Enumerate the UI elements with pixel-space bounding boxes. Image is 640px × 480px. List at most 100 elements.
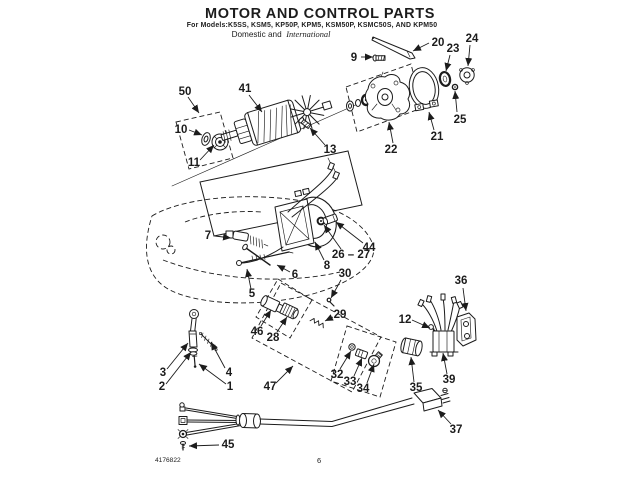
washers-2 <box>188 347 198 356</box>
part-label-46: 46 <box>251 309 272 338</box>
part-label-2: 2 <box>159 351 192 393</box>
screw-45 <box>180 441 186 451</box>
bearing-cap-24 <box>459 67 475 85</box>
part-label-22: 22 <box>385 121 398 156</box>
nut-25 <box>451 83 459 91</box>
models-subtitle: For Models:K5SS, KSM5, KP50P, KPM5, KSM5… <box>186 22 438 29</box>
pin-44 <box>322 213 338 225</box>
part-label-3: 3 <box>160 342 189 379</box>
part-label-41: 41 <box>239 83 263 113</box>
svg-text:30: 30 <box>339 268 352 280</box>
mixer-body-phantom-outline <box>146 196 375 304</box>
part-label-34: 34 <box>357 363 375 395</box>
part-label-33: 33 <box>344 357 363 388</box>
spring-29 <box>309 317 324 329</box>
lock-ring-terminal <box>177 429 189 439</box>
exploded-axis-line <box>171 102 361 187</box>
svg-text:7: 7 <box>205 230 211 242</box>
svg-text:3: 3 <box>160 367 166 379</box>
svg-text:11: 11 <box>188 157 201 169</box>
power-unit-box <box>199 150 363 237</box>
part-label-6: 6 <box>276 264 298 281</box>
svg-text:41: 41 <box>239 83 252 95</box>
part-label-30: 30 <box>330 268 352 299</box>
part-label-23: 23 <box>444 43 460 72</box>
part-label-11: 11 <box>188 144 215 169</box>
thumb-screw-34 <box>367 351 383 368</box>
svg-text:9: 9 <box>351 52 357 64</box>
part-label-7: 7 <box>205 230 232 242</box>
hardware-kit-box-47 <box>251 282 382 393</box>
brush-rod-6 <box>236 251 294 266</box>
connector-35 <box>400 337 423 357</box>
spacer-33 <box>354 348 369 360</box>
svg-text:8: 8 <box>324 260 331 272</box>
svg-text:1: 1 <box>227 381 234 393</box>
svg-text:22: 22 <box>385 144 398 156</box>
bearing-kit-box-50 <box>175 111 234 170</box>
part-label-45: 45 <box>188 439 235 451</box>
bolt-terminal <box>179 402 186 412</box>
washer-10 <box>201 132 211 146</box>
part-label-35: 35 <box>408 356 423 394</box>
svg-text:28: 28 <box>267 332 280 344</box>
brush-rod-5 <box>242 243 271 266</box>
page-title: MOTOR AND CONTROL PARTS <box>205 6 435 22</box>
svg-text:5: 5 <box>249 288 256 300</box>
part-label-47: 47 <box>264 365 294 393</box>
svg-text:34: 34 <box>357 383 370 395</box>
screw-9 <box>372 54 386 62</box>
part-label-4: 4 <box>210 341 233 379</box>
part-label-50: 50 <box>179 86 200 114</box>
speed-lever-3 <box>188 309 199 348</box>
part-label-37: 37 <box>437 409 462 436</box>
svg-text:32: 32 <box>331 369 344 381</box>
svg-text:10: 10 <box>175 124 188 136</box>
svg-text:2: 2 <box>159 381 165 393</box>
part-label-9: 9 <box>351 52 373 64</box>
screw-30 <box>326 297 335 307</box>
svg-text:46: 46 <box>251 326 264 338</box>
bushing-46 <box>260 295 285 314</box>
shaft-pin-20 <box>371 36 416 60</box>
part-label-28: 28 <box>267 316 288 344</box>
page-number: 6 <box>317 456 322 465</box>
square-terminal <box>178 416 188 425</box>
control-board-39 <box>417 293 464 357</box>
svg-text:4: 4 <box>226 367 233 379</box>
bracket-36 <box>456 312 477 347</box>
part-label-44: 44 <box>335 221 376 254</box>
seal-23 <box>438 70 452 88</box>
svg-text:29: 29 <box>334 309 347 321</box>
retainer-ring-21 <box>408 67 440 112</box>
market-line: Domestic and International <box>232 30 331 39</box>
svg-text:26 – 27: 26 – 27 <box>332 249 370 261</box>
part-label-26–27: 26 – 27 <box>323 224 370 261</box>
pin-1 <box>192 355 198 368</box>
svg-text:21: 21 <box>431 131 444 143</box>
svg-text:35: 35 <box>410 382 423 394</box>
part-label-39: 39 <box>441 352 455 386</box>
part-label-21: 21 <box>427 111 444 143</box>
hardware-kit-box-32-34 <box>330 325 397 398</box>
svg-text:50: 50 <box>179 86 192 98</box>
document-number: 4176822 <box>155 457 181 464</box>
part-label-1: 1 <box>198 363 234 393</box>
part-label-20: 20 <box>412 37 445 52</box>
part-label-25: 25 <box>452 90 467 126</box>
field-stator-8 <box>240 157 340 264</box>
svg-text:25: 25 <box>454 114 467 126</box>
svg-text:23: 23 <box>447 43 460 55</box>
washer-32 <box>348 343 356 351</box>
screw-13 <box>298 117 312 130</box>
part-label-32: 32 <box>331 350 352 381</box>
part-label-24: 24 <box>465 33 479 67</box>
svg-text:20: 20 <box>432 37 445 49</box>
harness-sleeve <box>235 413 261 429</box>
part-label-13: 13 <box>309 127 336 156</box>
knurled-pin-28 <box>279 302 299 320</box>
market-italic: International <box>286 30 331 39</box>
